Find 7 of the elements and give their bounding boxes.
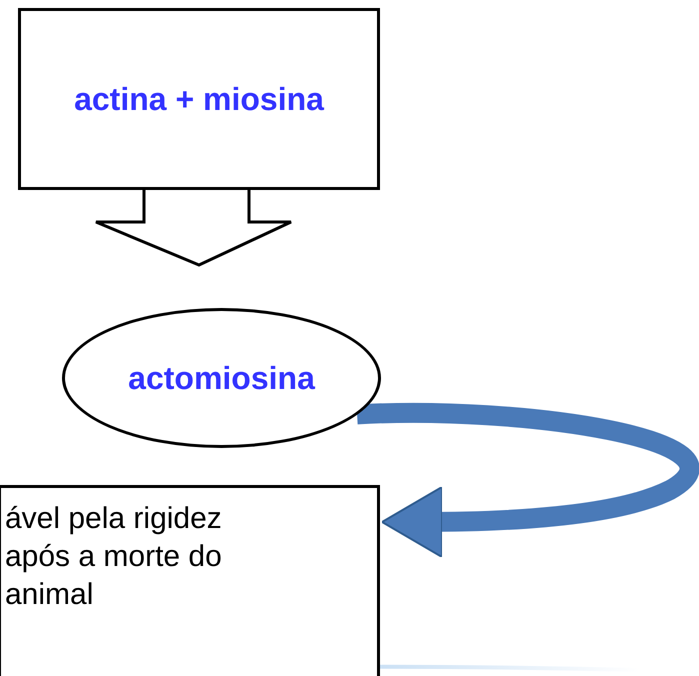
node-text: ável pela rigidez após a morte do animal	[5, 501, 223, 613]
node-label: actomiosina	[128, 359, 315, 398]
block-arrow	[94, 188, 292, 267]
node-label: actina + miosina	[74, 80, 324, 119]
process-box	[18, 8, 380, 190]
text-box	[0, 485, 380, 676]
curved-arrow	[356, 403, 699, 558]
